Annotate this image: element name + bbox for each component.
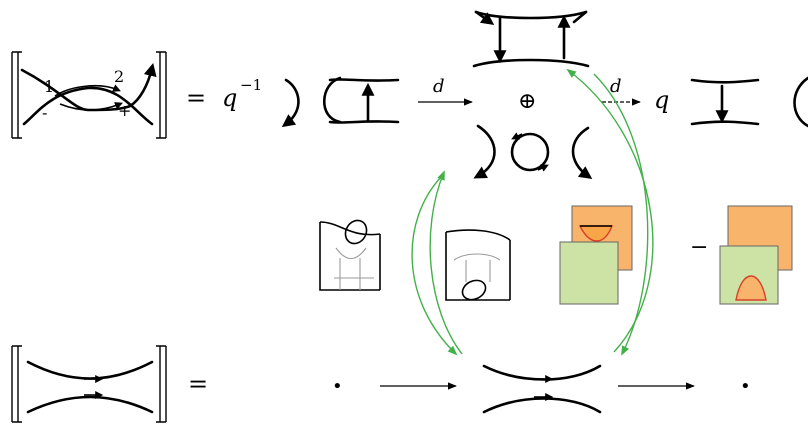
minus-sign: − [690,235,708,260]
square-web-top-edge [474,10,588,20]
arc-right-paren [281,78,300,128]
crossing-upper-strand [22,86,154,126]
bottom-strand-upper [26,360,154,380]
foam-2 [445,229,511,301]
crossing-label-1: 1 [44,77,54,96]
differential-arrow-2: d [602,76,641,106]
dot-right: • [740,376,751,397]
crossing-label-2: 2 [114,67,124,86]
right-double-bracket-close [156,51,167,139]
web-bottom-edge [328,120,400,124]
green-arrow-up-right [566,68,654,353]
q-inverse: q [222,84,237,112]
green-arrow-up-left [429,170,463,355]
square-web-top [472,10,590,68]
direct-sum: ⊕ [518,89,536,114]
foam-3 [559,205,633,305]
bottom-right-bracket [156,345,167,423]
dot-left: • [332,376,343,397]
crossing-bracket: 1 2 - + [11,51,167,139]
foam-4 [719,205,793,305]
smoothing-web-left [281,76,400,128]
left-double-bracket-open [11,51,22,139]
differential-label-2: d [610,76,622,97]
bottom-resolution [482,364,602,414]
circle-smoothing [473,124,593,179]
green-arrows [411,68,654,356]
crossing-arrow-lower [59,102,123,111]
bottom-bracket [11,345,167,423]
crossing-arrow-upper [54,84,121,97]
bottom-left-bracket [11,345,22,423]
q-inverse-exponent: −1 [240,76,262,94]
foam-1 [319,219,381,291]
green-arrow-down-left [411,175,458,356]
equals-top: = [186,84,206,112]
square-web-bottom-edge [472,58,590,68]
smoothing-web-right [690,76,808,128]
bottom-strand-lower [26,395,154,414]
differential-arrow-1: d [418,76,473,106]
equals-bottom: = [188,370,208,398]
web-right-top [690,78,760,84]
arc-left-c [323,76,342,124]
sign-minus: - [42,103,47,122]
web-top-edge [328,78,400,82]
sign-plus: + [118,101,131,120]
differential-label-1: d [433,76,445,97]
q-factor: q [654,86,669,114]
